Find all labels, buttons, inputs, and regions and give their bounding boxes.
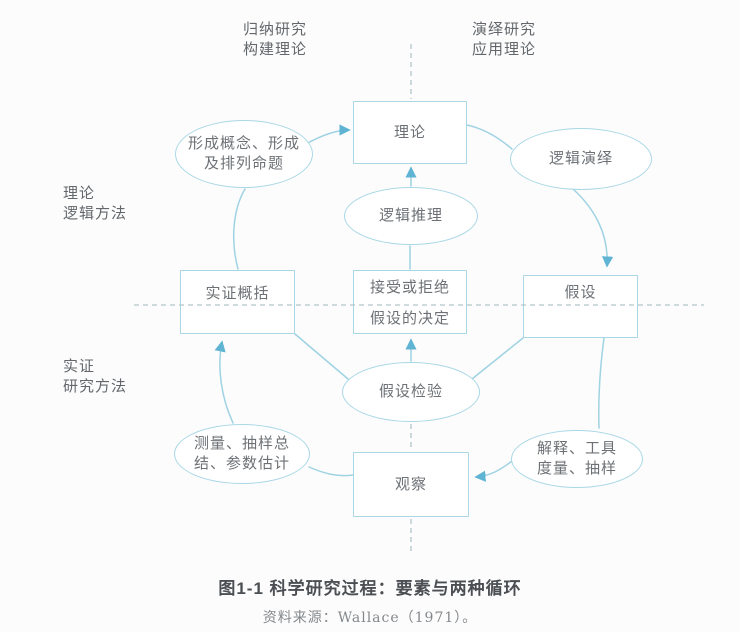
node-concept-formation: 形成概念、形成 及排列命题	[175, 120, 313, 188]
label-inductive-research-line2: 构建理论	[243, 41, 308, 58]
label-deductive-research: 演绎研究 应用理论	[472, 20, 536, 60]
arrow-interpretation-to-observation	[474, 460, 513, 482]
label-theoretical-logic-methods-line2: 逻辑方法	[63, 205, 128, 222]
node-interpretation: 解释、工具 度量、抽样	[511, 430, 643, 488]
connector-empirical-generalization-to-hypothesis-testing	[294, 333, 349, 380]
arrow-concept-formation-to-theory	[305, 124, 351, 145]
figure-source: 资料来源：Wallace（1971）。	[262, 610, 478, 626]
figure-caption: 图1-1 科学研究过程：要素与两种循环	[218, 579, 522, 598]
label-empirical-research-methods-line2: 研究方法	[63, 378, 128, 395]
node-logical-inference: 逻辑推理	[344, 187, 478, 245]
node-observation: 观察	[353, 452, 469, 517]
connector-theory-to-logical-deduction	[466, 124, 513, 150]
node-concept-formation-line1: 形成概念、形成	[187, 135, 300, 152]
node-theory: 理论	[353, 101, 467, 164]
node-hypothesis: 假设	[523, 275, 638, 338]
label-inductive-research-line1: 归纳研究	[243, 21, 308, 38]
node-interpretation-line2: 度量、抽样	[536, 460, 617, 477]
node-logical-inference-label: 逻辑推理	[378, 207, 443, 224]
arrow-logical-deduction-to-hypothesis	[572, 188, 614, 268]
connector-hypothesis-to-interpretation	[598, 337, 605, 429]
node-measurement-line2: 结、参数估计	[193, 455, 290, 472]
node-theory-label: 理论	[393, 123, 426, 141]
label-theoretical-logic-methods-line1: 理论	[63, 185, 96, 202]
node-decision: 接受或拒绝 假设的决定	[353, 270, 467, 334]
node-hypothesis-testing-label: 假设检验	[378, 383, 443, 400]
node-hypothesis-label: 假设	[564, 284, 597, 301]
node-logical-deduction: 逻辑演绎	[510, 128, 652, 190]
node-decision-line2: 假设的决定	[369, 310, 450, 327]
node-empirical-generalization-label: 实证概括	[205, 285, 270, 302]
label-deductive-research-line1: 演绎研究	[472, 21, 537, 38]
node-logical-deduction-label: 逻辑演绎	[548, 150, 613, 167]
label-deductive-research-line2: 应用理论	[472, 41, 537, 58]
arrow-measurement-to-empirical-generalization	[214, 340, 234, 424]
label-inductive-research: 归纳研究 构建理论	[243, 20, 307, 60]
node-concept-formation-line2: 及排列命题	[203, 155, 284, 172]
node-interpretation-line1: 解释、工具	[536, 440, 617, 457]
node-hypothesis-testing: 假设检验	[342, 362, 480, 422]
node-measurement: 测量、抽样总 结、参数估计	[174, 424, 310, 484]
connector-hypothesis-to-hypothesis-testing	[471, 337, 524, 380]
label-empirical-research-methods: 实证 研究方法	[63, 357, 127, 397]
node-empirical-generalization: 实证概括	[180, 270, 295, 334]
node-measurement-line1: 测量、抽样总	[193, 435, 290, 452]
node-observation-label: 观察	[394, 475, 427, 493]
node-decision-line1: 接受或拒绝	[369, 279, 450, 296]
label-theoretical-logic-methods: 理论 逻辑方法	[63, 184, 127, 224]
connector-observation-to-measurement	[308, 466, 354, 477]
connector-empirical-generalization-to-concept-formation	[232, 188, 246, 270]
label-empirical-research-methods-line1: 实证	[63, 358, 96, 375]
